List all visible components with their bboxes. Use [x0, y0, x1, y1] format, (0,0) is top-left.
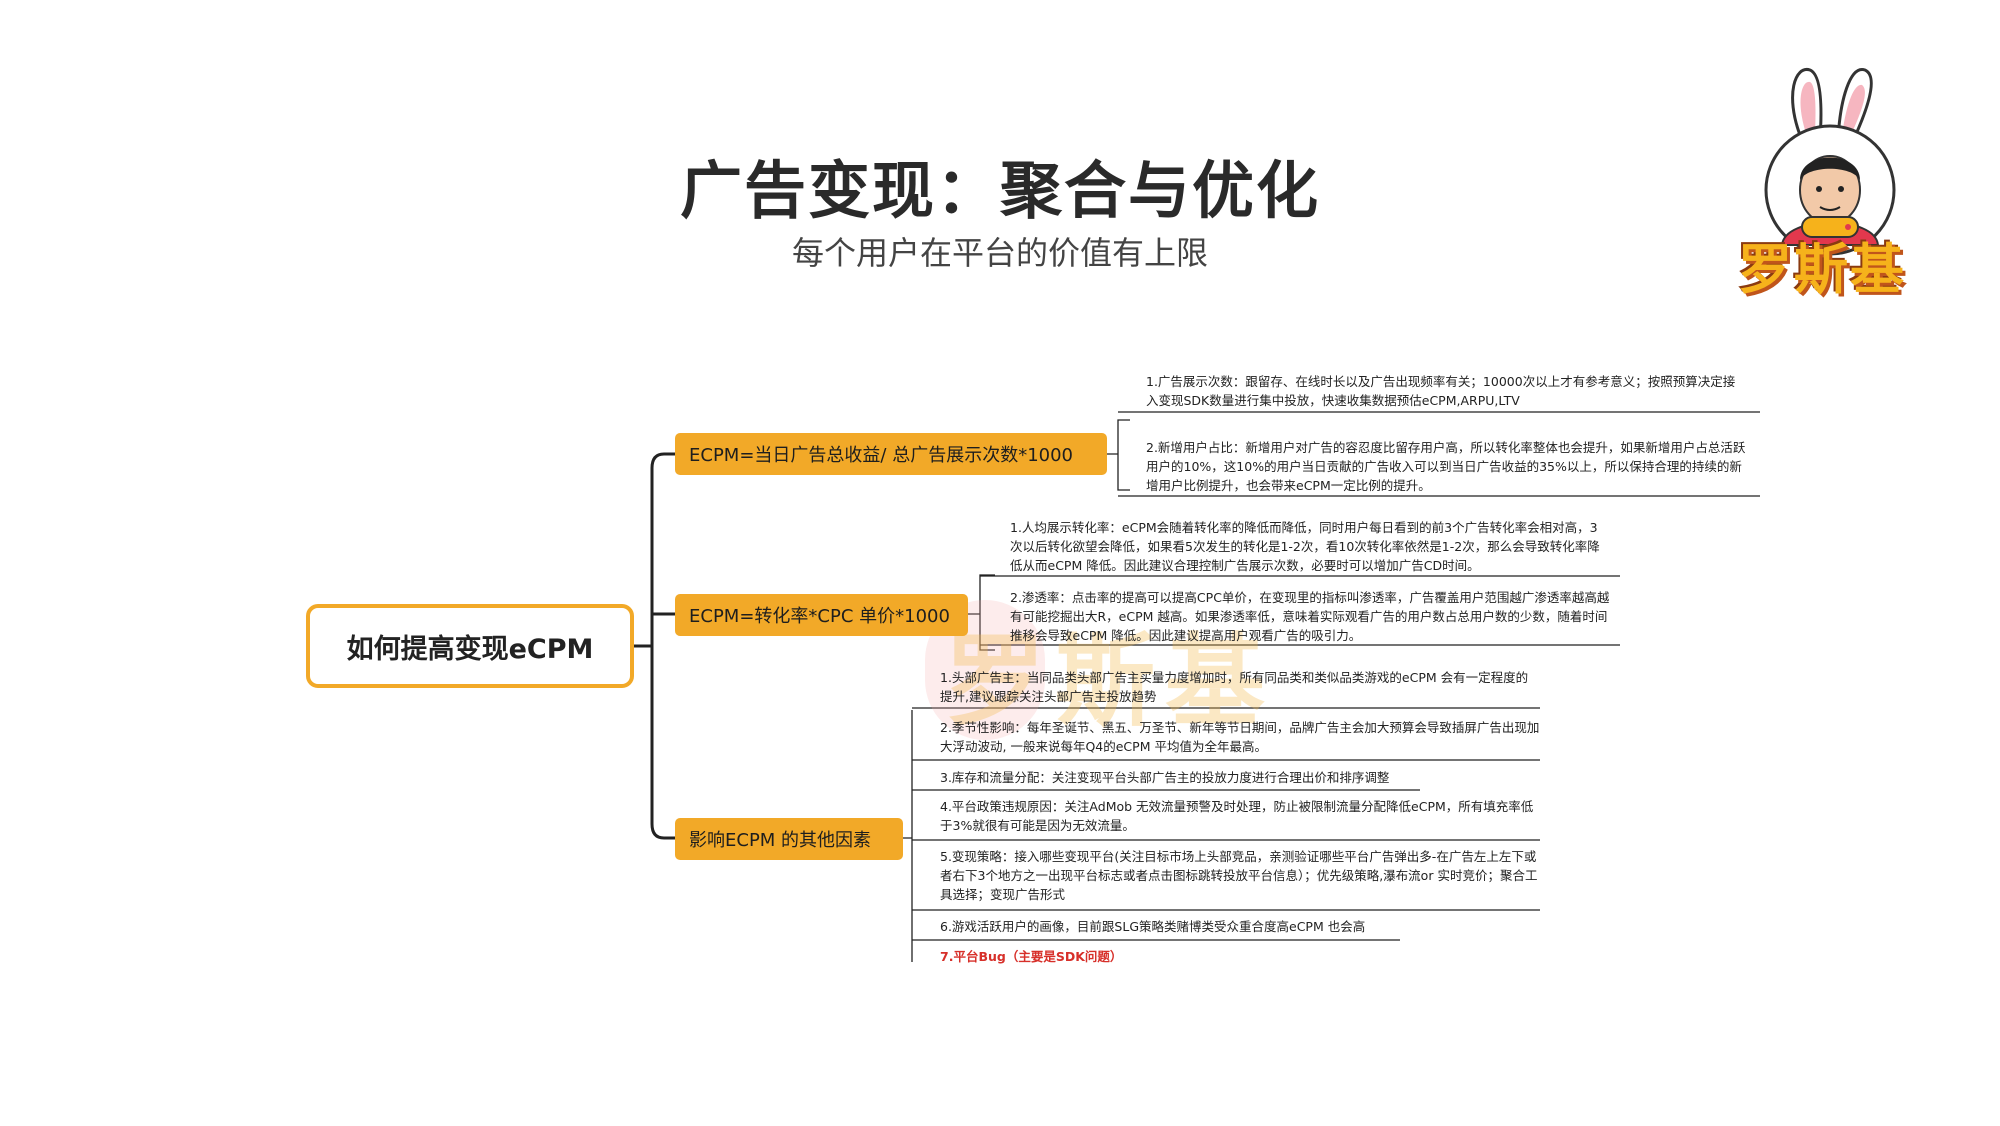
branch-ecpm-formula-conversion: ECPM=转化率*CPC 单价*1000 [675, 594, 968, 636]
note-impressions: 1.广告展示次数：跟留存、在线时长以及广告出现频率有关；10000次以上才有参考… [1146, 374, 1736, 408]
brand-logo-text: 罗斯基 [1738, 238, 1906, 301]
mindmap-root-node: 如何提高变现eCPM [306, 604, 634, 688]
branch-ecpm-formula-revenue: ECPM=当日广告总收益/ 总广告展示次数*1000 [675, 433, 1107, 475]
note-new-user-ratio: 2.新增用户占比：新增用户对广告的容忍度比留存用户高，所以转化率整体也会提升，如… [1146, 440, 1746, 493]
note-top-advertisers: 1.头部广告主：当同品类头部广告主买量力度增加时，所有同品类和类似品类游戏的eC… [940, 670, 1529, 704]
note-user-profile: 6.游戏活跃用户的画像，目前跟SLG策略类赌博类受众重合度高eCPM 也会高 [940, 919, 1366, 934]
branch-other-factors: 影响ECPM 的其他因素 [675, 818, 903, 860]
brand-logo-mascot [1764, 68, 1896, 256]
page-subtitle: 每个用户在平台的价值有上限 [791, 234, 1208, 272]
page-title: 广告变现：聚合与优化 [679, 154, 1320, 227]
note-monetization-strategy: 5.变现策略：接入哪些变现平台(关注目标市场上头部竞品，亲测验证哪些平台广告弹出… [940, 849, 1538, 902]
note-penetration-rate: 2.渗透率：点击率的提高可以提高CPC单价，在变现里的指标叫渗透率，广告覆盖用户… [1010, 590, 1610, 643]
note-seasonality: 2.季节性影响：每年圣诞节、黑五、万圣节、新年等节日期间，品牌广告主会加大预算会… [940, 720, 1540, 754]
watermark-text: 罗斯基 [945, 623, 1275, 740]
note-conversion-rate: 1.人均展示转化率：eCPM会随着转化率的降低而降低，同时用户每日看到的前3个广… [1010, 520, 1600, 573]
note-inventory-traffic: 3.库存和流量分配：关注变现平台头部广告主的投放力度进行合理出价和排序调整 [940, 770, 1390, 785]
note-policy-violation: 4.平台政策违规原因：关注AdMob 无效流量预警及时处理，防止被限制流量分配降… [940, 799, 1534, 833]
note-platform-bug: 7.平台Bug（主要是SDK问题） [940, 949, 1123, 964]
